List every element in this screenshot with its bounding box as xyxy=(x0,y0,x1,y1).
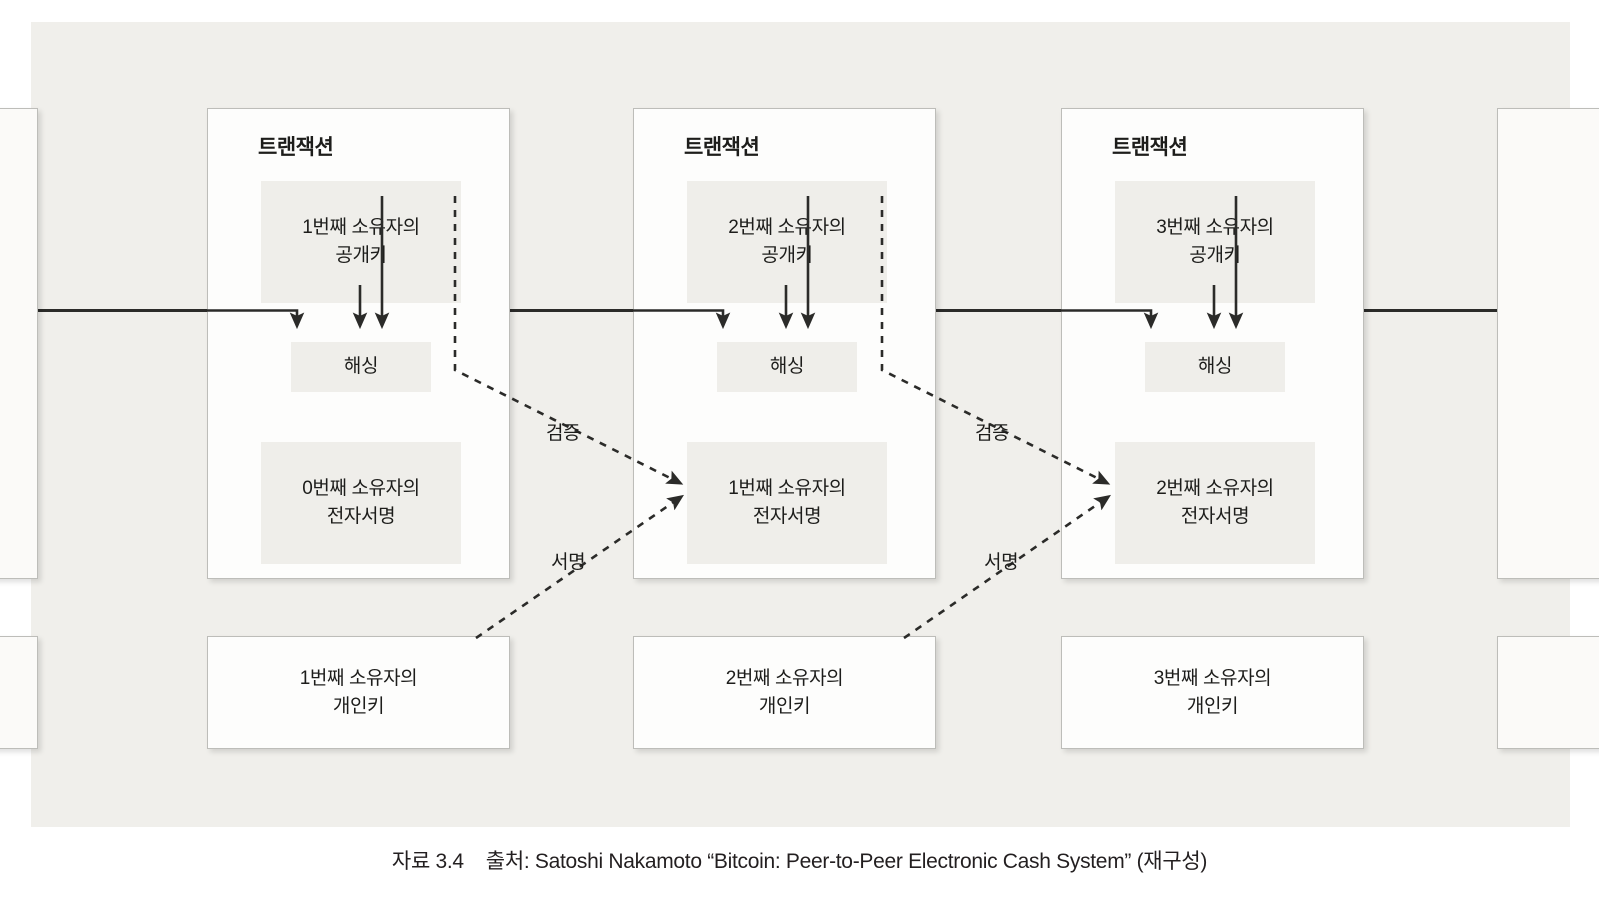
private-key-card-partial-right xyxy=(1497,636,1599,749)
private-key-card-partial-left xyxy=(0,636,38,749)
verify-label-1: 검증 xyxy=(546,423,581,444)
signature-line2-3: 전자서명 xyxy=(1180,506,1250,527)
sign-label-1: 서명 xyxy=(551,552,586,573)
signature-line1-1: 0번째 소유자의 xyxy=(302,478,420,500)
verify-label-2: 검증 xyxy=(975,423,1010,444)
public-key-line1-3: 3번째 소유자의 xyxy=(1156,217,1274,239)
public-key-box-3: 3번째 소유자의 공개키 xyxy=(1115,181,1315,303)
caption-reference: 자료 3.4 xyxy=(391,850,464,873)
hashing-box-1: 해싱 xyxy=(291,342,431,392)
signature-box-1: 0번째 소유자의 전자서명 xyxy=(261,442,461,564)
transaction-card-partial-right xyxy=(1497,108,1599,579)
private-key-line2-2: 개인키 xyxy=(758,695,811,717)
caption-source: 출처: Satoshi Nakamoto “Bitcoin: Peer-to-P… xyxy=(485,850,1208,873)
transaction-title-2: 트랜잭션 xyxy=(684,136,760,159)
transaction-title-1: 트랜잭션 xyxy=(258,136,334,159)
public-key-box-1: 1번째 소유자의 공개키 xyxy=(261,181,461,303)
signature-line2-2: 전자서명 xyxy=(752,506,822,527)
private-key-line1-3: 3번째 소유자의 xyxy=(1153,667,1272,689)
signature-line1-3: 2번째 소유자의 xyxy=(1156,478,1274,500)
public-key-line2-1: 공개키 xyxy=(335,245,387,266)
figure-caption: 자료 3.4 출처: Satoshi Nakamoto “Bitcoin: Pee… xyxy=(0,845,1599,875)
private-key-card-2[interactable]: 2번째 소유자의 개인키 xyxy=(633,636,936,749)
signature-line2-1: 전자서명 xyxy=(326,506,396,527)
signature-line1-2: 1번째 소유자의 xyxy=(728,478,846,500)
public-key-line1-2: 2번째 소유자의 xyxy=(728,217,846,239)
private-key-line2-1: 개인키 xyxy=(332,695,385,717)
private-key-card-1[interactable]: 1번째 소유자의 개인키 xyxy=(207,636,510,749)
private-key-line2-3: 개인키 xyxy=(1186,695,1239,717)
private-key-line1-2: 2번째 소유자의 xyxy=(725,667,844,689)
hashing-box-2: 해싱 xyxy=(717,342,857,392)
transaction-card-partial-left xyxy=(0,108,38,579)
transaction-card-3[interactable]: 트랜잭션 3번째 소유자의 공개키 해싱 2번째 소유자의 전자서명 xyxy=(1061,108,1364,579)
transaction-card-2[interactable]: 트랜잭션 2번째 소유자의 공개키 해싱 1번째 소유자의 전자서명 xyxy=(633,108,936,579)
transaction-card-1[interactable]: 트랜잭션 1번째 소유자의 공개키 해싱 0번째 소유자의 전자서명 xyxy=(207,108,510,579)
sign-label-2: 서명 xyxy=(984,552,1019,573)
signature-box-2: 1번째 소유자의 전자서명 xyxy=(687,442,887,564)
public-key-line2-3: 공개키 xyxy=(1189,245,1241,266)
signature-box-3: 2번째 소유자의 전자서명 xyxy=(1115,442,1315,564)
public-key-line2-2: 공개키 xyxy=(761,245,813,266)
transaction-title-3: 트랜잭션 xyxy=(1112,136,1188,159)
public-key-line1-1: 1번째 소유자의 xyxy=(302,217,420,239)
private-key-line1-1: 1번째 소유자의 xyxy=(299,667,418,689)
private-key-card-3[interactable]: 3번째 소유자의 개인키 xyxy=(1061,636,1364,749)
public-key-box-2: 2번째 소유자의 공개키 xyxy=(687,181,887,303)
hashing-box-3: 해싱 xyxy=(1145,342,1285,392)
